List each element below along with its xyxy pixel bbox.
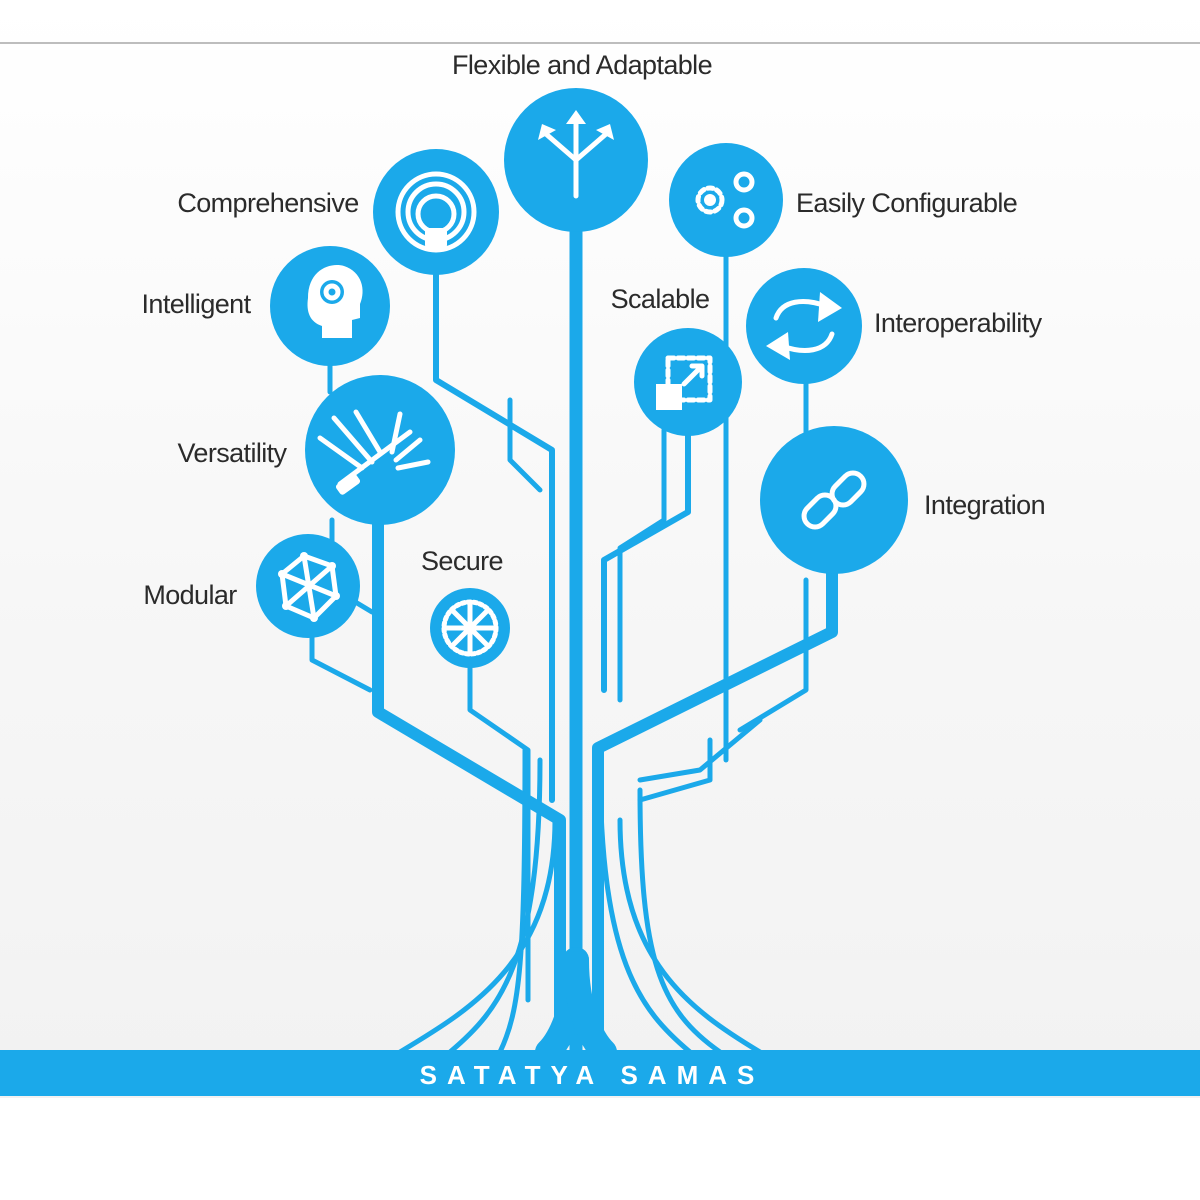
label-secure: Secure [421,546,503,576]
bottom-margin [0,1098,1200,1200]
sync-arrows-icon [766,292,842,360]
modular-net-icon [278,552,340,622]
brain-head-icon [307,265,363,338]
node-comprehensive [373,149,499,275]
brand-text: SATATYA SAMAS [420,1060,765,1090]
gears-icon [695,171,755,229]
node-modular [256,534,360,638]
target-user-icon [395,171,477,253]
label-versatility: Versatility [178,438,288,468]
label-integration: Integration [924,490,1045,520]
node-versatility [305,375,455,525]
node-secure [430,588,510,668]
label-flexible: Flexible and Adaptable [452,50,712,80]
label-modular: Modular [143,580,237,610]
versatility-branch [372,514,566,1058]
node-intelligent [270,246,390,366]
multitool-icon [317,409,431,495]
node-configurable [669,143,783,257]
node-integration [760,426,908,574]
snowflake-icon [441,599,499,657]
chain-link-icon [801,470,867,530]
label-scalable: Scalable [611,284,710,314]
node-flexible [504,88,648,232]
diverging-arrows-icon [538,110,614,199]
label-intelligent: Intelligent [142,289,252,319]
label-configurable: Easily Configurable [796,188,1017,218]
brand-bar [0,1050,1200,1096]
integration-branch [592,564,838,1058]
tree-branches [309,193,838,1065]
node-interoperability [746,268,862,384]
node-scalable [634,328,742,436]
top-divider [0,42,1200,44]
label-interoperability: Interoperability [874,308,1043,338]
resize-icon [656,355,713,410]
label-comprehensive: Comprehensive [177,188,358,218]
